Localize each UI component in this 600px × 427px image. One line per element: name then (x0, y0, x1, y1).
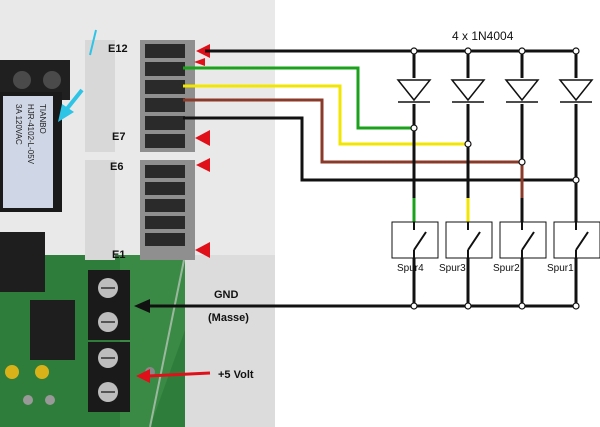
red-arrows (194, 44, 210, 258)
arrow-e11 (194, 58, 205, 66)
relay-brand: TIANBO (38, 104, 47, 134)
label-e12: E12 (108, 43, 128, 55)
diode-3 (504, 79, 540, 103)
terminal-block-gnd (88, 270, 130, 340)
wire-black-e7 (183, 116, 576, 182)
relay-rating: 3A 120VAC (14, 104, 23, 145)
wire-green (183, 66, 414, 130)
switch-label-spur4: Spur4 (397, 263, 424, 274)
arrow-cyan (58, 29, 97, 122)
masse-label: (Masse) (208, 312, 249, 324)
pcb-photo: TIANBO HJR-4102-L-05V 3A 120VAC (0, 0, 275, 427)
switch-label-spur3: Spur3 (439, 263, 466, 274)
arrow-e1 (195, 242, 210, 258)
relay-component: TIANBO HJR-4102-L-05V 3A 120VAC (0, 92, 62, 212)
diodes (396, 79, 594, 103)
terminal-block-5v (88, 342, 130, 412)
switches: Spur4 Spur3 Spur2 Spur1 (391, 221, 600, 274)
arrow-e12 (196, 44, 210, 58)
diode-2 (450, 79, 486, 103)
switch-spur2: Spur2 (493, 221, 547, 274)
arrow-5v (136, 369, 211, 383)
switch-spur4: Spur4 (391, 221, 439, 274)
arrow-e6 (196, 158, 210, 172)
diode-title: 4 x 1N4004 (452, 29, 514, 43)
connector-strip-lower (85, 160, 195, 260)
label-e1: E1 (112, 249, 125, 261)
switch-spur3: Spur3 (439, 221, 493, 274)
diode-1 (396, 79, 432, 103)
connector-strip-upper (85, 40, 195, 152)
label-e7: E7 (112, 131, 125, 143)
switch-label-spur1: Spur1 (547, 263, 574, 274)
relay-model: HJR-4102-L-05V (26, 104, 35, 165)
arrow-e7 (195, 130, 210, 146)
junction-dots (410, 47, 580, 310)
volt-label: +5 Volt (218, 369, 254, 381)
wire-brown (183, 98, 522, 164)
gnd-label: GND (214, 289, 239, 301)
diode-4 (558, 79, 594, 103)
wire-yellow (183, 84, 468, 146)
switch-label-spur2: Spur2 (493, 263, 520, 274)
label-e6: E6 (110, 161, 123, 173)
wires (148, 49, 578, 308)
gnd-arrow-head (134, 299, 150, 313)
switch-spur1: Spur1 (547, 221, 600, 274)
